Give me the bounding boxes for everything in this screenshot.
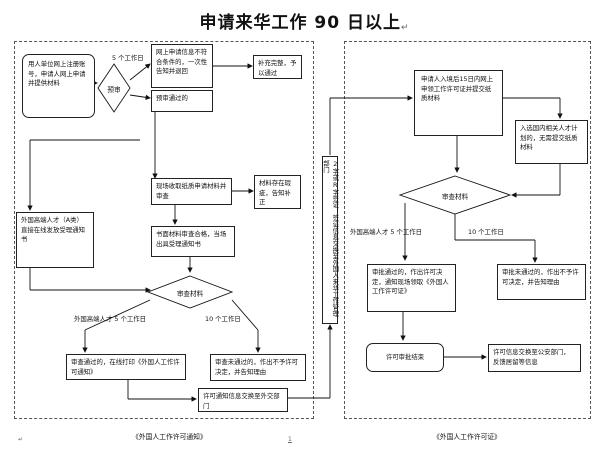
notice-exchange-box: 许可通知信息交换至外交部门 — [198, 388, 288, 412]
entry-apply-box: 申请人入境后15日内网上申领工作许可证并提交纸质材料 — [414, 70, 503, 136]
right-caption: 《外国人工作许可证》 — [433, 433, 501, 441]
return-mark-icon: ↵ — [400, 23, 410, 33]
right-approved-box: 审批通过的，作出许可决定，通知现场领取《外国人工作许可证》 — [367, 264, 456, 312]
left-rejected-box: 审查未通过的，作出不予许可决定，并告知理由 — [210, 354, 306, 381]
pre-passed-box: 预审通过的 — [151, 90, 213, 112]
footer-mark-icon: ↵ — [18, 436, 24, 443]
right-high-talent-days: 外国高端人才 5 个工作日 — [350, 228, 423, 236]
visa-exchange-box: 2字或R字签证，签证信息交换至外国人来华工作管理部门 — [322, 156, 339, 324]
supplement-box: 补充完整，予以通过 — [253, 55, 302, 79]
not-meet-box: 网上申请信息不符合条件的，一次性告知并退回 — [151, 44, 213, 88]
right-rejected-box: 审批未通过的，作出不予许可决定，并告知理由 — [497, 264, 586, 300]
page-title: 申请来华工作 90 日以上↵ — [0, 8, 609, 33]
left-high-talent-days: 外国高端人才 5 个工作日 — [74, 315, 147, 323]
left-panel — [14, 41, 314, 419]
title-text: 申请来华工作 90 日以上 — [199, 13, 401, 33]
right-exchange-box: 许可信息交换至公安部门，反馈居留等信息 — [488, 344, 581, 372]
right-review-label: 审查材料 — [441, 193, 469, 201]
domestic-talent-box: 入选国内相关人才计划的，无需提交纸质材料 — [515, 120, 588, 164]
right-panel — [344, 41, 591, 419]
left-review-label: 审查材料 — [176, 290, 204, 298]
high-talent-box: 外国高端人才（A类）直接在线发放受理通知书 — [16, 212, 94, 268]
five-days-label: 5 个工作日 — [112, 54, 144, 62]
pre-review-label: 预审 — [107, 86, 121, 94]
onsite-review-box: 现场收取纸质申请材料并审查 — [151, 178, 232, 205]
page-number: 1 — [288, 436, 292, 443]
left-ten-days: 10 个工作日 — [205, 315, 241, 323]
employer-register-box: 用人单位网上注册账号，申请人网上申请并提供材料 — [22, 54, 95, 118]
end-box: 许可审批结束 — [366, 343, 444, 372]
left-approved-box: 审查通过的，在线打印《外国人工作许可通知》 — [66, 354, 186, 380]
incomplete-box: 材料存在瑕疵，告知补正 — [254, 175, 301, 209]
left-caption: 《外国人工作许可通知》 — [132, 433, 207, 441]
right-ten-days: 10 个工作日 — [468, 228, 504, 236]
paper-ok-box: 书面材料审查合格，当场出具受理通知书 — [151, 226, 235, 257]
